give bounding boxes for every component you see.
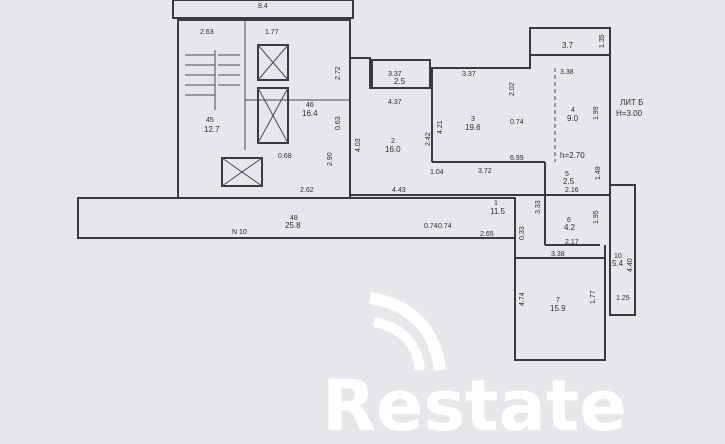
- room-10-area: 5.4: [612, 259, 624, 268]
- dim-23: 0.33: [519, 226, 526, 240]
- dim-10: 4.21: [437, 120, 444, 134]
- wall-small-room: [371, 59, 431, 89]
- room-46-num: 46: [306, 102, 314, 109]
- room-4-num: 4: [571, 107, 575, 114]
- corridor-length: N 10: [232, 229, 247, 236]
- room-2-num: 2: [391, 138, 395, 145]
- room-45-area: 12.7: [204, 125, 220, 134]
- dim-22: 2.17: [565, 239, 579, 246]
- dim-25: 3.38: [551, 251, 565, 258]
- dim-17: 6.99: [510, 155, 524, 162]
- wall-core: [177, 19, 351, 199]
- room-3-num: 3: [471, 116, 475, 123]
- dim-7: 0.74: [510, 119, 524, 126]
- room-45-num: 45: [206, 117, 214, 124]
- room-5-area: 2.5: [563, 177, 575, 186]
- dim-26: 4.40: [627, 258, 634, 272]
- room-7-num: 7: [556, 297, 560, 304]
- dim-36: 1.35: [599, 34, 606, 48]
- dim-35: 0.74: [438, 223, 452, 230]
- restate-logo: Restate: [322, 292, 627, 444]
- room-height-note: h=2.70: [560, 151, 585, 160]
- dimension-labels: 2.63 1.77 2.72 3.37 3.37 2.02 0.74 3.38 …: [200, 29, 634, 306]
- dim-20: 2.65: [480, 231, 494, 238]
- wall-corridor: [77, 197, 516, 239]
- room-10-num: 10: [614, 253, 622, 260]
- dim-5: 3.37: [462, 71, 476, 78]
- small-room-area: 2.5: [394, 77, 406, 86]
- dim-14: 2.42: [425, 132, 432, 146]
- room-1-area: 11.5: [490, 207, 506, 216]
- balcony-area: 3.7: [562, 41, 574, 50]
- room-5-num: 5: [565, 171, 569, 178]
- dim-16: 3.72: [478, 168, 492, 175]
- room-46-area: 16.4: [302, 109, 318, 118]
- room-7-area: 15.9: [550, 304, 566, 313]
- wall-lower-wing: [514, 238, 606, 361]
- dim-32: 0.63: [335, 116, 342, 130]
- dim-12: 2.62: [300, 187, 314, 194]
- height-label: H=3.00: [616, 109, 643, 118]
- room-6-area: 4.2: [564, 223, 576, 232]
- stair-symbol: [185, 50, 240, 110]
- dim-19: 1.04: [430, 169, 444, 176]
- room-4-area: 9.0: [567, 114, 579, 123]
- dim-28: 4.74: [519, 292, 526, 306]
- lift-shaft-symbol: [221, 44, 289, 187]
- balcony-top: [529, 27, 611, 56]
- dim-8: 3.38: [560, 69, 574, 76]
- dim-11: 4.37: [388, 99, 402, 106]
- dim-4: 3.37: [388, 71, 402, 78]
- dim-13: 4.43: [392, 187, 406, 194]
- dim-6: 2.02: [509, 82, 516, 96]
- top-label: 8.4: [258, 3, 268, 10]
- room-1-num: 1: [494, 200, 498, 207]
- dim-1: 2.63: [200, 29, 214, 36]
- dim-18: 2.16: [565, 187, 579, 194]
- dim-31: 1.48: [595, 166, 602, 180]
- logo-signal-arc-inner: [372, 317, 425, 371]
- dim-33: 2.90: [327, 152, 334, 166]
- dim-2: 1.77: [265, 29, 279, 36]
- dim-30: 1.99: [593, 106, 600, 120]
- dim-34: 0.74: [424, 223, 438, 230]
- room-6-num: 6: [567, 217, 571, 224]
- wall-apartment-upper: [349, 54, 611, 196]
- dim-27: 1.25: [616, 295, 630, 302]
- dim-9: 4.03: [355, 138, 362, 152]
- lit-label: ЛИТ Б: [620, 98, 643, 107]
- room-48-num: 48: [290, 215, 298, 222]
- logo-signal-arc-outer: [368, 292, 446, 371]
- room-3-area: 19.6: [465, 123, 481, 132]
- dim-15: 0.68: [278, 153, 292, 160]
- dim-21: 3.33: [535, 200, 542, 214]
- dim-3: 2.72: [335, 66, 342, 80]
- room-48-area: 25.8: [285, 221, 301, 230]
- wall-top-block: [172, 0, 354, 19]
- room-2-area: 16.0: [385, 145, 401, 154]
- dim-24: 1.95: [593, 210, 600, 224]
- logo-wordmark: Restate: [322, 365, 627, 444]
- dim-29: 1.77: [590, 290, 597, 304]
- balcony-right: [609, 184, 636, 316]
